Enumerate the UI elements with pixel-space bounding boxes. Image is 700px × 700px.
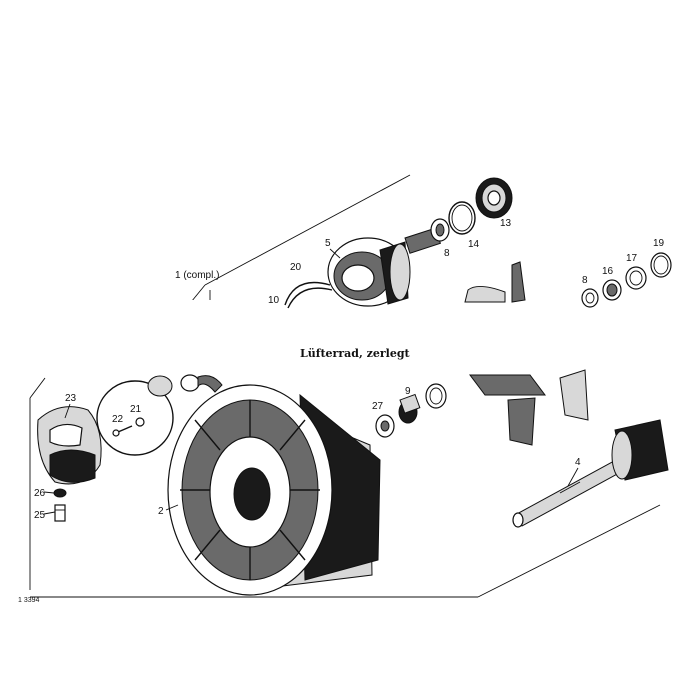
part-8-ring-right [581,288,599,308]
label-part-27: 27 [372,401,384,412]
gasket-ring [96,380,174,456]
part-19-ring [650,252,672,278]
label-part-13: 13 [500,218,512,229]
lower-frame-lines [29,377,661,598]
torn-strip [0,300,700,365]
leader-lines [43,248,579,515]
lower-fan-blades [469,369,589,446]
upper-fan-blades [464,261,526,303]
label-part-8-right: 8 [582,275,588,286]
label-part-5: 5 [325,238,331,249]
housing-vanes [180,400,320,580]
part-20-ring [284,281,333,309]
part-13-bearing [475,177,513,219]
part-14-circlip [448,201,476,235]
label-part-16: 16 [602,266,614,277]
label-part-9: 9 [405,386,411,397]
small-ring-cluster [147,374,223,397]
label-part-25: 25 [34,510,46,521]
label-assembly: 1 (compl.) [175,270,219,281]
label-part-10: 10 [268,295,280,306]
part-17-ring [625,266,647,290]
part-9-bushing [398,393,421,424]
part-8-washer-upper [430,218,450,242]
part-2-fan-housing [167,384,381,596]
drawing-reference: 1 3394 [18,597,40,604]
label-part-14: 14 [468,239,480,250]
part-21-washer [135,417,145,427]
part-27-washer [375,414,395,438]
label-part-26: 26 [34,488,46,499]
label-part-2: 2 [158,506,164,517]
label-part-4: 4 [575,457,581,468]
part-ring-near-9 [425,383,447,409]
part-4-shaft [512,419,669,528]
label-part-19: 19 [653,238,665,249]
label-part-23: 23 [65,393,77,404]
part-22-screw [112,425,133,437]
label-part-21: 21 [130,404,142,415]
part-labels: 1 (compl.) 20 10 5 8 14 13 8 16 17 19 23… [18,218,665,604]
part-16-ring [602,279,622,301]
part-26-nut [53,488,67,498]
label-part-17: 17 [626,253,638,264]
diagram-caption: Lüfterrad, zerlegt [300,347,411,360]
part-5-hub [327,227,442,307]
part-23-cover [37,406,102,485]
label-part-20: 20 [290,262,302,273]
label-part-22: 22 [112,414,124,425]
part-25-bolt [54,504,66,522]
label-part-8-upper: 8 [444,248,450,259]
